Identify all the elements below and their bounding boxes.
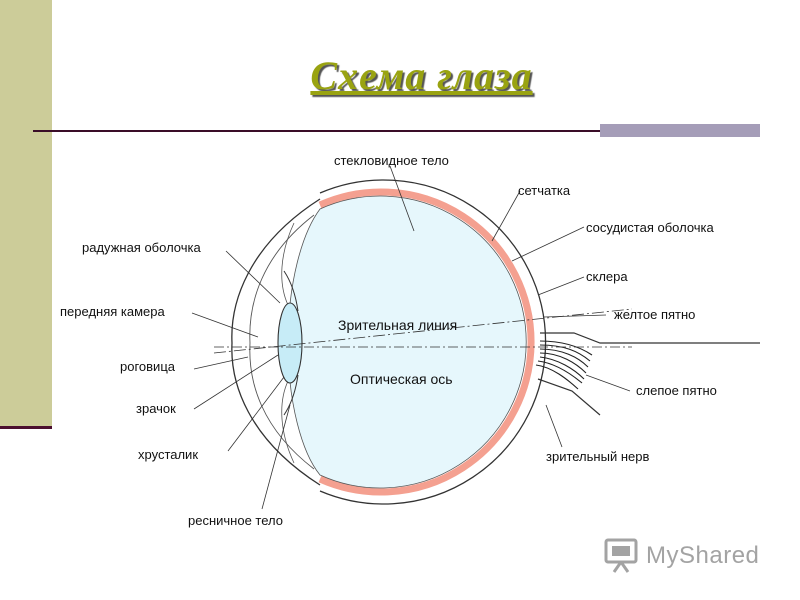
label-choroid: сосудистая оболочка: [586, 220, 714, 235]
label-retina: сетчатка: [518, 183, 571, 198]
optic-nerve-sheath-lower: [537, 378, 601, 416]
label-ciliary-body: ресничное тело: [188, 513, 283, 528]
label-optic-nerve: зрительный нерв: [546, 449, 650, 464]
iris-upper: [283, 270, 299, 312]
optic-nerve-sheath: [540, 332, 760, 344]
label-pupil: зрачок: [136, 401, 176, 416]
left-decor-line: [0, 426, 52, 429]
label-vitreous-body: стекловидное тело: [334, 153, 449, 168]
label-yellow-spot: желтое пятно: [614, 307, 696, 322]
ciliary-lower: [281, 380, 295, 464]
cornea-shape: [231, 198, 321, 486]
slide-title: Схема глаза: [310, 53, 533, 98]
cornea-inner: [249, 214, 315, 470]
eye-diagram: стекловидное тело сетчатка сосудистая об…: [52, 153, 760, 531]
ciliary-upper: [281, 222, 295, 306]
label-anterior-chamber: передняя камера: [60, 304, 165, 319]
label-visual-line: Зрительная линия: [338, 317, 458, 333]
iris-lower: [283, 374, 299, 416]
watermark-text: MyShared: [646, 542, 760, 569]
label-iris: радужная оболочка: [82, 240, 201, 255]
title-divider: [33, 130, 760, 132]
label-cornea: роговица: [120, 359, 175, 374]
left-decor-band: [0, 0, 52, 428]
label-optical-axis: Оптическая ось: [350, 371, 453, 387]
retina-band: [318, 188, 535, 496]
lens-shape: [277, 302, 303, 384]
title-accent-bar: [600, 124, 760, 137]
sclera-outline: [319, 179, 547, 505]
presentation-board-icon: [604, 538, 638, 573]
label-blind-spot: слепое пятно: [636, 383, 717, 398]
label-sclera: склера: [586, 269, 628, 284]
myshared-watermark: MyShared: [604, 538, 774, 574]
leader-lines: [191, 165, 631, 510]
optic-nerve-fibers: [535, 340, 593, 390]
eye-diagram-drawing: [191, 165, 760, 510]
label-lens: хрусталик: [138, 447, 199, 462]
